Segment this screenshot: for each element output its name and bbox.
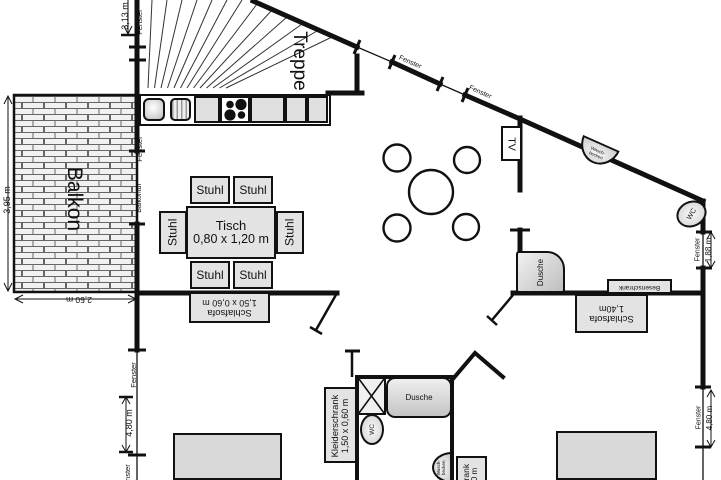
chair: Stuhl: [190, 176, 230, 204]
stairs-label: Treppe: [288, 31, 310, 91]
stool: [451, 212, 481, 242]
window-label-left-lower: Fenster: [129, 362, 139, 388]
chair: Stuhl: [233, 176, 273, 204]
chair: Stuhl: [276, 211, 304, 254]
window-label-top-left: Fenster: [135, 9, 145, 35]
bed-left: [173, 433, 282, 480]
kitchen-sink-unit: [141, 96, 169, 123]
window-label-left-bottom: Fenster: [123, 464, 133, 480]
stairs-treads: [147, 0, 333, 89]
bed-right: [556, 431, 657, 480]
balcony-door-label: Balkontür: [136, 183, 144, 213]
sofa-label: Schlafsofa: [207, 307, 252, 319]
shower-tray-lower: [357, 377, 386, 415]
stove-burners-icon: [224, 98, 247, 121]
dim-right-upper: 1,88 m: [703, 237, 713, 263]
shower-tray-cross-icon: [359, 379, 384, 413]
kitchen-counter: [139, 94, 331, 126]
wardrobe-right-label-wrap: Kleiderschrank 1,50 x 0,60 m: [459, 456, 483, 480]
basin-label-wrap: Wasch- becken: [436, 460, 446, 475]
tv-label: TV: [505, 136, 518, 151]
wardrobe-size: 1,50 x 0,60 m: [340, 398, 351, 454]
wardrobe-label-wrap: Kleiderschrank 1,50 x 0,60 m: [329, 389, 353, 463]
chair-label: Stuhl: [196, 267, 224, 282]
chair-label: Stuhl: [239, 182, 267, 197]
basin-label: becken: [441, 460, 446, 475]
window-caps: [128, 39, 712, 457]
wardrobe-left: Kleiderschrank 1,50 x 0,60 m: [324, 387, 357, 463]
window-label-right-lower: Fenster: [695, 405, 703, 430]
shower-label: Dusche: [405, 393, 433, 402]
broom-closet: Besenschrank: [607, 279, 672, 294]
dim-top-left: 3,13 m: [120, 2, 131, 30]
balcony-label: Balkon: [63, 166, 87, 232]
sofa-size: 1,40m: [599, 304, 625, 315]
stool: [452, 145, 482, 175]
toilet-label: WC: [685, 207, 698, 221]
chair: Stuhl: [159, 211, 187, 254]
table-size: 0,80 x 1,20 m: [193, 231, 269, 246]
stool: [382, 143, 412, 173]
balcony-deck: [12, 93, 139, 294]
toilet-label: WC: [368, 424, 376, 435]
chair-label: Stuhl: [239, 267, 267, 282]
dim-right-lower: 4,80 m: [704, 405, 714, 431]
wardrobe-right: [456, 456, 487, 480]
dining-table: Tisch 0,80 x 1,20 m: [186, 206, 276, 259]
round-table-group: [382, 143, 482, 243]
shower-lower: Dusche: [386, 377, 452, 418]
basin-lower: Wasch- becken: [432, 452, 452, 480]
sleeper-sofa-left: Schlafsofa 1,50 x 0,60 m: [189, 292, 270, 323]
window-label-balcony: Fenster: [135, 136, 145, 162]
dim-balcony-depth: 3,95 m: [2, 186, 13, 214]
sink-basin-icon: [143, 98, 165, 121]
shower-label: Dusche: [536, 258, 545, 286]
chair: Stuhl: [190, 261, 230, 289]
round-table: [407, 168, 455, 216]
wardrobe-size: 1,50 x 0,60 m: [470, 468, 479, 480]
chair-label: Stuhl: [165, 218, 180, 247]
dimension-lines: [3, 0, 716, 454]
kitchen-cabinet: [285, 96, 307, 123]
stool: [382, 213, 412, 243]
broom-closet-label: Besenschrank: [618, 283, 661, 291]
window-label-right-upper: Fenster: [694, 237, 702, 262]
table-label: Tisch: [215, 218, 247, 234]
dim-left-wall: 4,80 m: [124, 409, 135, 437]
window-glass: [136, 46, 704, 480]
kitchen-stove: [220, 96, 250, 123]
chair-label: Stuhl: [282, 218, 297, 247]
drainboard-icon: [170, 98, 191, 121]
sofa-size: 1,50 x 0,60 m: [202, 298, 257, 309]
chair: Stuhl: [233, 261, 273, 289]
sleeper-sofa-right: Schlafsofa 1,40m: [575, 294, 648, 333]
sofa-label: Schlafsofa: [589, 313, 634, 325]
dim-balcony-width: 2,50 m: [66, 294, 92, 305]
toilet-lower: WC: [360, 414, 384, 445]
chair-label: Stuhl: [196, 182, 224, 197]
door-leaves: [309, 292, 514, 377]
tv-unit: TV: [501, 126, 522, 161]
kitchen-cabinet: [250, 96, 285, 123]
kitchen-cabinet: [194, 96, 220, 123]
kitchen-cabinet: [307, 96, 328, 123]
kitchen-drainboard-unit: [169, 96, 194, 123]
shower-upper: Dusche: [516, 251, 565, 293]
